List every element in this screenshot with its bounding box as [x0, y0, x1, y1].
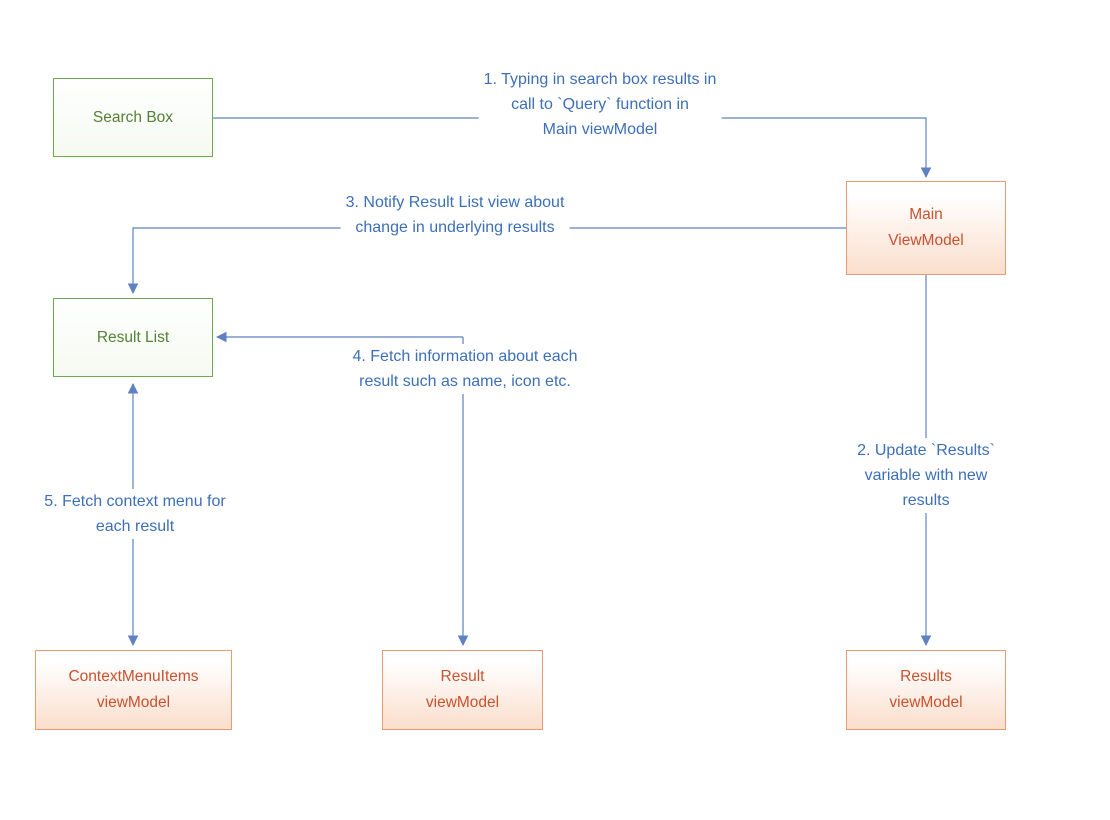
- edge3-label: 3. Notify Result List view about change …: [340, 190, 570, 240]
- node-main-viewmodel-label: Main ViewModel: [888, 206, 964, 249]
- edge3-connector: [127, 227, 846, 295]
- edge1-label: 1. Typing in search box results in call …: [478, 67, 722, 142]
- edge5-label: 5. Fetch context menu for each result: [39, 489, 231, 539]
- node-result-viewmodel-label: Result viewModel: [425, 668, 500, 711]
- node-main-viewmodel: Main ViewModel: [846, 181, 1006, 275]
- edge4-label: 4. Fetch information about each result s…: [347, 344, 583, 394]
- node-search-box-label: Search Box: [92, 108, 174, 126]
- node-search-box: Search Box: [53, 78, 213, 157]
- node-contextmenuitems-viewmodel-label: ContextMenuItems viewModel: [68, 668, 199, 711]
- node-result-list-label: Result List: [96, 328, 170, 346]
- edge1-connector: [213, 117, 932, 179]
- node-result-list: Result List: [53, 298, 213, 377]
- node-contextmenuitems-viewmodel: ContextMenuItems viewModel: [35, 650, 232, 730]
- node-result-viewmodel: Result viewModel: [382, 650, 543, 730]
- node-results-viewmodel-label: Results viewModel: [889, 668, 963, 711]
- node-results-viewmodel: Results viewModel: [846, 650, 1006, 730]
- edge2-label: 2. Update `Results` variable with new re…: [834, 438, 1018, 513]
